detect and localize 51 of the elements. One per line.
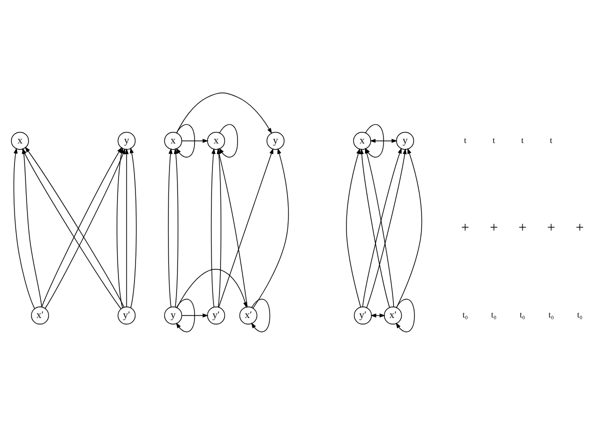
arrow bbox=[174, 148, 178, 307]
label: + bbox=[461, 219, 470, 236]
node-circle: x bbox=[164, 131, 182, 150]
arrow bbox=[116, 147, 124, 308]
arrow bbox=[396, 298, 415, 332]
node-circle: y bbox=[266, 131, 284, 150]
arrow bbox=[370, 313, 386, 318]
node-circle: x bbox=[353, 131, 372, 150]
arrow bbox=[396, 148, 422, 308]
label: t bbox=[492, 134, 496, 145]
arrow bbox=[124, 148, 129, 307]
node-circle: y bbox=[396, 131, 414, 150]
arrow bbox=[210, 148, 216, 307]
label: + bbox=[576, 219, 584, 236]
label: + bbox=[518, 219, 527, 236]
node-circle: x′ bbox=[239, 306, 258, 324]
arrow bbox=[364, 147, 394, 307]
label: t bbox=[550, 134, 552, 145]
node-circle: y′ bbox=[354, 306, 372, 324]
arrow bbox=[182, 313, 208, 318]
node-circle: y′ bbox=[118, 306, 136, 324]
label: t₀ bbox=[548, 309, 554, 320]
label: t₀ bbox=[520, 309, 526, 320]
arrow bbox=[176, 92, 272, 134]
arrow bbox=[176, 298, 195, 332]
label: t₀ bbox=[577, 309, 582, 320]
node-circle: y bbox=[164, 306, 182, 324]
node-circle: y′ bbox=[207, 306, 226, 324]
node-circle: y bbox=[118, 131, 136, 150]
label: t bbox=[521, 134, 524, 145]
arrow bbox=[346, 148, 362, 307]
label: t₀ bbox=[462, 309, 468, 320]
arrow bbox=[130, 147, 137, 308]
arrow bbox=[360, 148, 390, 308]
node-circle: x bbox=[11, 131, 29, 150]
arrow bbox=[176, 268, 248, 308]
arrow bbox=[218, 124, 238, 158]
label: + bbox=[547, 219, 556, 236]
node-circle: x′ bbox=[31, 306, 49, 324]
label: t bbox=[464, 134, 466, 145]
node-circle: x bbox=[207, 131, 226, 150]
label: t₀ bbox=[491, 309, 497, 320]
arrow bbox=[252, 148, 289, 308]
label: + bbox=[490, 219, 498, 236]
arrow bbox=[370, 138, 398, 142]
arrow bbox=[364, 124, 384, 158]
arrow bbox=[182, 138, 208, 142]
arrow bbox=[176, 124, 195, 158]
arrow bbox=[251, 298, 270, 332]
arrow bbox=[168, 148, 173, 307]
node-circle: x′ bbox=[384, 306, 402, 324]
